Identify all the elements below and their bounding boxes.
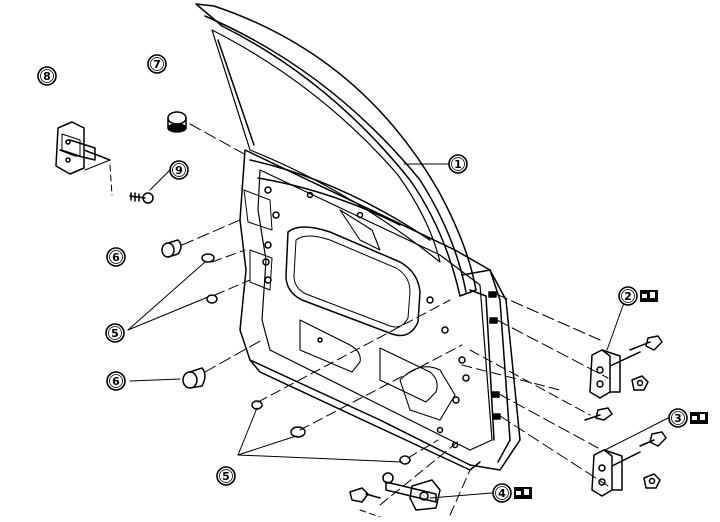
torque-spec-icon — [514, 487, 532, 499]
callout-c6b: 6 — [106, 371, 126, 391]
bumper-6-lower — [182, 367, 206, 389]
callout-label: 3 — [674, 412, 682, 425]
torque-spec-icon — [690, 412, 708, 424]
callout-label: 5 — [111, 327, 119, 340]
callout-label: 5 — [222, 470, 230, 483]
callout-label: 6 — [112, 375, 120, 388]
callout-c4: 4 — [492, 483, 532, 503]
callout-c7: 7 — [147, 54, 167, 74]
torque-spec-icon — [640, 290, 658, 302]
plugs-5 — [201, 253, 411, 465]
leader-lines — [84, 123, 669, 518]
callout-label: 4 — [498, 487, 506, 500]
callout-label: 6 — [112, 251, 120, 264]
screw-9 — [129, 192, 154, 204]
striker-bracket — [55, 121, 111, 175]
hinge-upper — [584, 335, 663, 421]
callout-label: 2 — [624, 290, 632, 303]
bumper-6-upper — [161, 239, 182, 258]
callout-label: 8 — [43, 70, 51, 83]
callout-c9: 9 — [169, 160, 189, 180]
callout-label: 1 — [454, 158, 462, 171]
callout-c8: 8 — [37, 66, 57, 86]
hinge-lower — [591, 431, 667, 497]
callout-c1: 1 — [448, 154, 468, 174]
door-check — [349, 472, 441, 511]
callout-c2: 2 — [618, 286, 658, 306]
callout-c5a: 5 — [105, 323, 125, 343]
callout-c5b: 5 — [216, 466, 236, 486]
grommet-7 — [167, 111, 187, 133]
callout-label: 7 — [153, 58, 161, 71]
callout-label: 9 — [175, 164, 183, 177]
callout-c3: 3 — [668, 408, 708, 428]
callout-c6a: 6 — [106, 247, 126, 267]
